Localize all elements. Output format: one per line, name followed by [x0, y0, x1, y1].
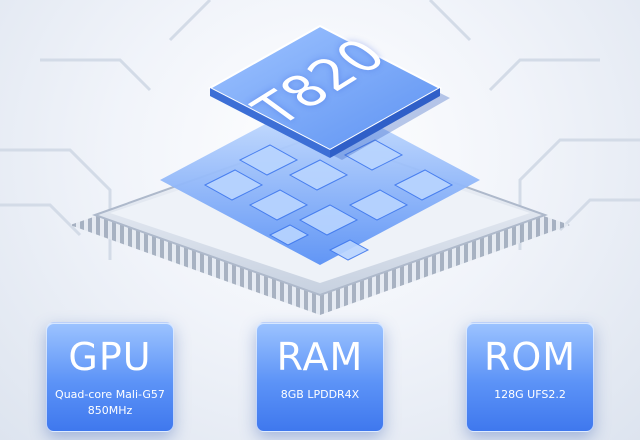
gpu-detail-line-1: Quad-core Mali-G57 — [55, 388, 165, 401]
rom-title: ROM — [483, 335, 577, 379]
gpu-spec-card: GPU Quad-core Mali-G57 850MHz — [46, 322, 174, 432]
ram-spec-card: RAM 8GB LPDDR4X — [256, 322, 384, 432]
ram-title: RAM — [276, 335, 364, 379]
gpu-title: GPU — [68, 335, 152, 379]
rom-spec-card: ROM 128G UFS2.2 — [466, 322, 594, 432]
rom-detail-line-1: 128G UFS2.2 — [494, 388, 566, 401]
gpu-detail-line-2: 850MHz — [87, 404, 133, 417]
ram-detail-line-1: 8GB LPDDR4X — [280, 388, 360, 401]
die-blocks — [203, 139, 454, 261]
